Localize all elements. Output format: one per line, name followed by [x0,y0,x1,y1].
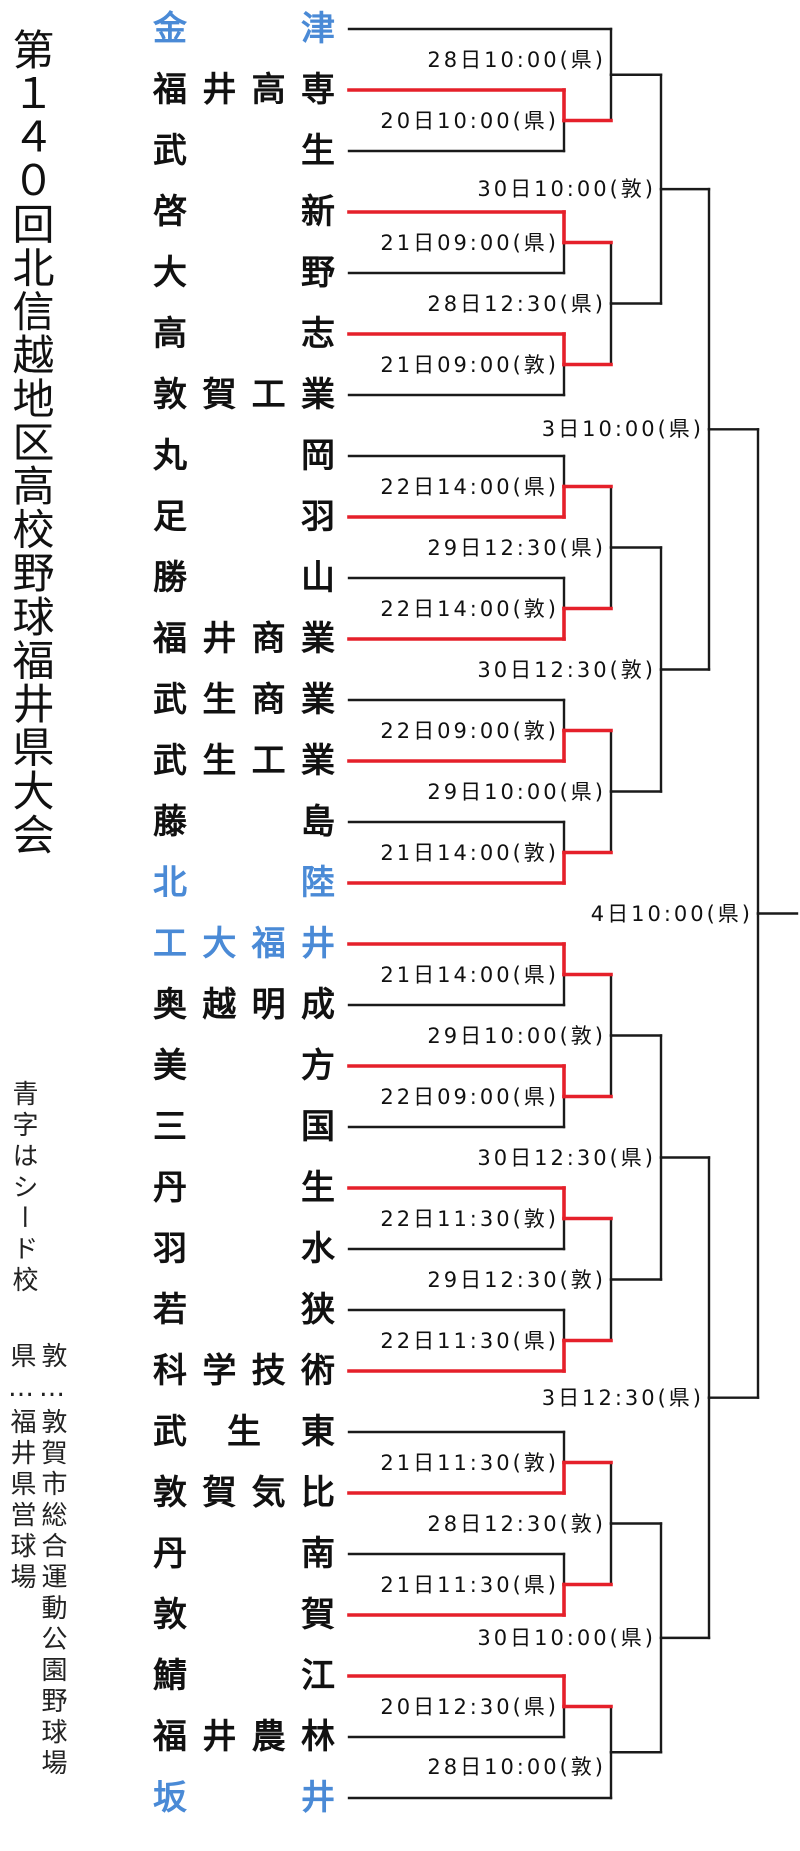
game-schedule-label: 22日09:00(県) [380,1084,559,1109]
game-schedule-label: 29日12:30(県) [427,535,606,560]
team-name: 鯖江 [153,1656,335,1696]
game-schedule-label: 28日10:00(敦) [427,1755,606,1780]
bracket-lines-results [347,88,613,1709]
tournament-title: 第１４０回北信越地区高校野球福井県大会 [6,28,55,857]
team-name: 羽水 [153,1229,335,1269]
game-schedule-label: 22日11:30(県) [380,1328,559,1353]
game-schedule-label: 29日10:00(県) [427,779,606,804]
seed-legend-note: 青字はシード校 [8,1080,38,1297]
game-schedule-label: 30日10:00(敦) [477,177,656,202]
venue-legend-prefectural: 県…福井県営球場 [6,1342,36,1594]
game-schedule-label: 28日12:30(敦) [427,1511,606,1536]
team-name: 足羽 [153,497,335,537]
team-name: 丸岡 [153,436,335,476]
bracket-lines-pending [347,27,799,1800]
team-name: 丹南 [153,1534,335,1574]
team-name: 美方 [153,1046,335,1086]
team-name: 高志 [153,314,335,354]
game-schedule-label: 30日12:30(敦) [477,657,656,682]
seed-team-name: 北陸 [153,863,335,903]
team-name: 科学技術 [153,1351,335,1391]
game-schedule-label: 28日12:30(県) [427,291,606,316]
game-schedule-label: 20日12:30(県) [380,1694,559,1719]
game-schedule-label: 22日09:00(敦) [380,718,559,743]
team-name: 三国 [153,1107,335,1147]
team-name: 勝山 [153,558,335,598]
team-name: 奥越明成 [153,985,335,1025]
seed-team-name: 金津 [153,9,335,49]
game-schedule-label: 22日14:00(敦) [380,596,559,621]
game-schedule-label: 21日09:00(敦) [380,352,559,377]
venue-legend-tsuruga: 敦…敦賀市総合運動公園野球場 [37,1342,67,1780]
game-schedule-label: 30日12:30(県) [477,1145,656,1170]
team-name: 若狭 [153,1290,335,1330]
game-schedule-label: 4日10:00(県) [590,901,753,926]
team-name: 福井高専 [153,70,335,110]
team-name: 敦賀工業 [153,375,335,415]
seed-team-name: 坂井 [153,1778,335,1818]
team-name: 啓新 [153,192,335,232]
game-schedule-label: 3日10:00(県) [541,417,704,442]
team-name: 藤島 [153,802,335,842]
team-name: 大野 [153,253,335,293]
game-schedule-label: 21日11:30(県) [380,1572,559,1597]
team-name: 敦賀気比 [153,1473,335,1513]
game-schedule-label: 29日10:00(敦) [427,1023,606,1048]
game-schedule-label: 29日12:30(敦) [427,1267,606,1292]
game-schedule-label: 21日14:00(県) [380,962,559,987]
game-schedule-label: 20日10:00(県) [380,108,559,133]
game-schedule-label: 21日14:00(敦) [380,840,559,865]
game-schedule-label: 30日10:00(県) [477,1625,656,1650]
game-schedule-label: 21日09:00(県) [380,230,559,255]
team-name: 福井農林 [153,1717,335,1757]
team-name: 武生工業 [153,741,335,781]
team-name: 武生 [153,131,335,171]
game-schedule-label: 22日14:00(県) [380,474,559,499]
team-name: 武生東 [153,1412,335,1452]
game-schedule-label: 3日12:30(県) [541,1385,704,1410]
seed-team-name: 工大福井 [153,924,335,964]
game-schedule-label: 28日10:00(県) [427,47,606,72]
team-name: 福井商業 [153,619,335,659]
game-schedule-label: 22日11:30(敦) [380,1206,559,1231]
team-name: 丹生 [153,1168,335,1208]
team-name: 武生商業 [153,680,335,720]
game-schedule-label: 21日11:30(敦) [380,1450,559,1475]
team-name: 敦賀 [153,1595,335,1635]
